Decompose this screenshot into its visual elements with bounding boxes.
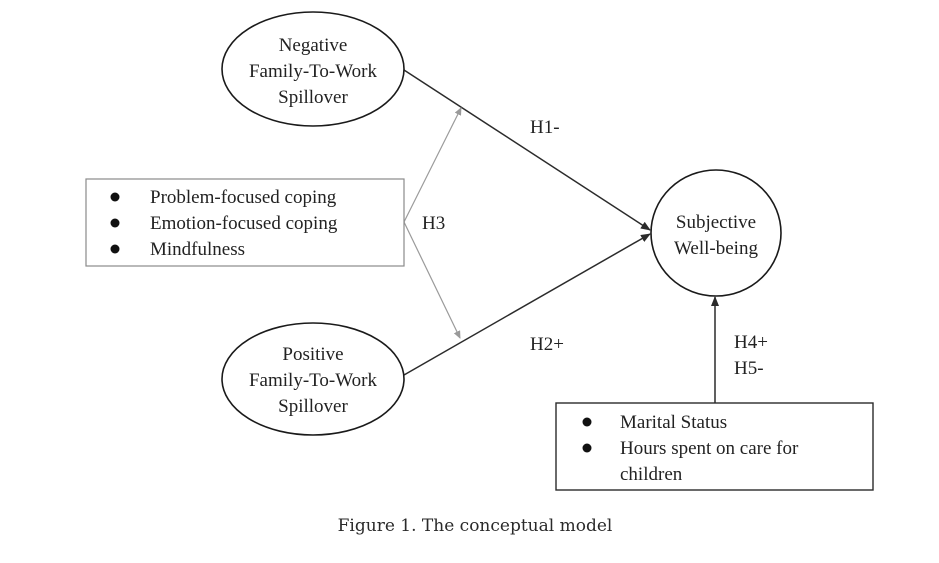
node-label-line: Spillover <box>278 87 348 108</box>
control-item: children <box>620 464 683 485</box>
moderator-item: Mindfulness <box>150 239 245 260</box>
node-label-line: Family-To-Work <box>249 61 378 82</box>
node-label-line: Spillover <box>278 396 348 417</box>
controls-box: Marital Status Hours spent on care for c… <box>555 402 874 491</box>
h3-moderation-path-upper <box>403 107 462 223</box>
node-label-line: Subjective <box>676 212 756 233</box>
h3-moderation-path-lower <box>403 221 461 339</box>
node-subjective-wellbeing: Subjective Well-being <box>650 169 782 297</box>
node-label-line: Family-To-Work <box>249 370 378 391</box>
control-item: Marital Status <box>620 412 727 433</box>
moderator-item: Problem-focused coping <box>150 187 337 208</box>
bullet-icon <box>582 417 592 427</box>
bullet-icon <box>582 443 592 453</box>
bullet-icon <box>110 244 120 254</box>
control-item: Hours spent on care for <box>620 438 799 459</box>
hypothesis-label-h5: H5- <box>734 358 764 379</box>
bullet-icon <box>110 192 120 202</box>
h1-path <box>403 69 651 231</box>
bullet-icon <box>110 218 120 228</box>
hypothesis-label-h1: H1- <box>530 117 560 138</box>
moderators-box: Problem-focused coping Emotion-focused c… <box>85 178 405 267</box>
node-label-line: Positive <box>282 344 343 365</box>
hypothesis-label-h3: H3 <box>422 213 445 234</box>
node-negative-spillover: Negative Family-To-Work Spillover <box>221 11 405 127</box>
node-label-line: Negative <box>279 35 348 56</box>
node-label-line: Well-being <box>674 238 758 259</box>
hypothesis-label-h2: H2+ <box>530 334 564 355</box>
moderator-item: Emotion-focused coping <box>150 213 338 234</box>
hypothesis-label-h4: H4+ <box>734 332 768 353</box>
figure-caption: Figure 1. The conceptual model <box>338 516 613 536</box>
node-positive-spillover: Positive Family-To-Work Spillover <box>221 322 405 436</box>
h2-path <box>403 233 651 376</box>
